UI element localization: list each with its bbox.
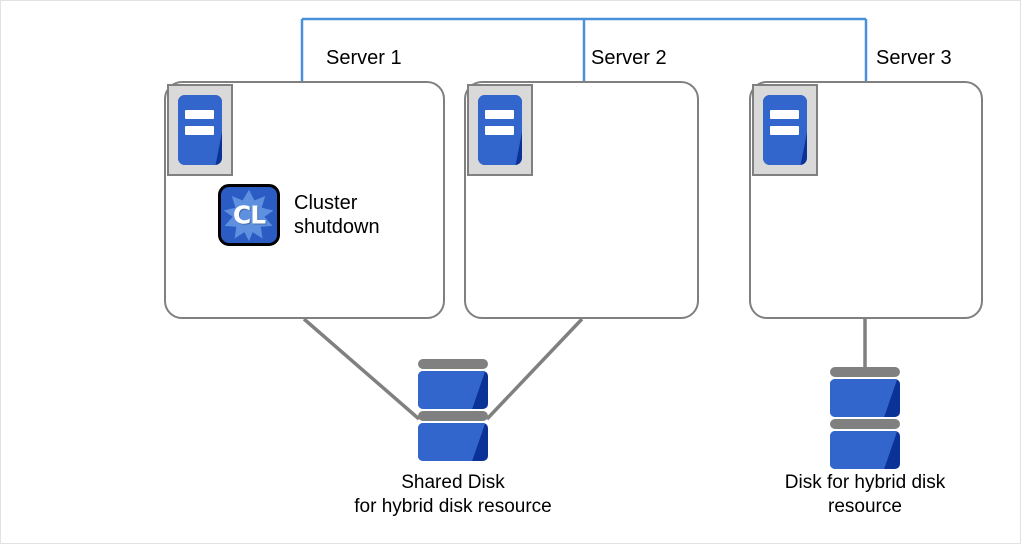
disk-bar [418,411,488,421]
disk-bar [830,419,900,429]
shared-disk-icon [418,359,488,461]
interconnect-network-line [300,17,868,81]
disk-bar [418,359,488,369]
disk-bar [830,367,900,377]
server-icon-3 [752,84,818,176]
server-chip-graphic [763,95,807,165]
disk-body [418,371,488,409]
cluster-shutdown-item[interactable]: CL Cluster shutdown [218,184,380,246]
disk-body [830,431,900,469]
server-chip-graphic [478,95,522,165]
disk-body [830,379,900,417]
cluster-icon-text: CL [232,200,266,230]
server-box-3 [749,81,983,319]
connector-server2-shared-disk [485,317,584,421]
disk-body [418,423,488,461]
server-icon-2 [467,84,533,176]
server-label-3: Server 3 [876,47,952,69]
hybrid-disk-caption: Disk for hybrid disk resource [784,472,946,518]
server-label-1: Server 1 [326,47,402,69]
cluster-shutdown-icon[interactable]: CL [218,184,280,246]
hybrid-disk-icon [830,367,900,469]
server-icon-1 [167,84,233,176]
cluster-burst-graphic [223,189,274,242]
server-chip-graphic [178,95,222,165]
cluster-shutdown-label: Cluster shutdown [294,191,380,238]
shared-disk-caption: Shared Disk for hybrid disk resource [354,472,552,518]
server-box-1 [164,81,445,319]
connector-server1-shared-disk [302,317,421,421]
server-label-2: Server 2 [591,47,667,69]
